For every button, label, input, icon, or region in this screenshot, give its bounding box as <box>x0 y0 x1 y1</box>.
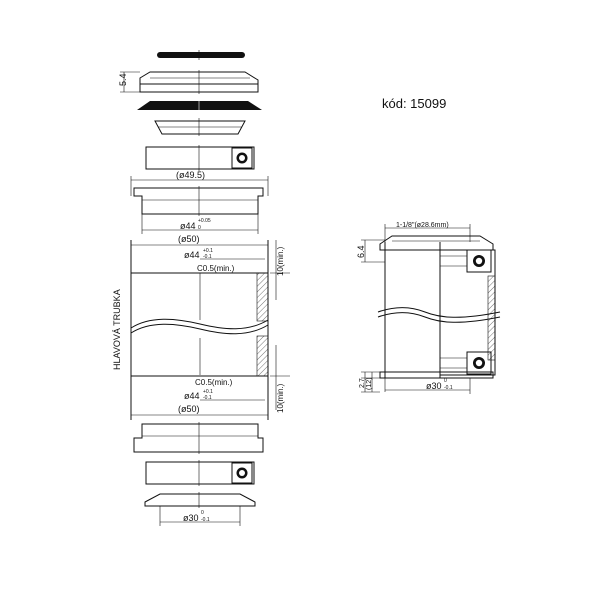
upper-cup-insert-dim: ø44 <box>180 221 196 231</box>
upper-bearing-part <box>145 145 255 171</box>
head-tube-tol-down-top: -0.1 <box>203 254 212 260</box>
top-cover-height-dim: 5.4 <box>118 73 128 86</box>
steerer-dim: 1-1/8"(ø28.6mm) <box>396 222 449 229</box>
side-crown-race-tol-down: -0.1 <box>444 385 453 391</box>
head-tube-label: HLAVOVÁ TRUBKA <box>112 289 122 370</box>
chamfer-top-dim: C0.5(min.) <box>197 264 235 273</box>
side-bottom-b-dim: (12) <box>366 378 373 390</box>
head-tube-outer-bottom-dim: (ø50) <box>178 404 200 414</box>
assembled-section-view: 1-1/8"(ø28.6mm) 6.4 <box>356 222 501 394</box>
upper-cup-outer-dim: (ø49.5) <box>176 170 205 180</box>
side-crown-race-dim: ø30 <box>426 381 442 391</box>
upper-cup-part: (ø49.5) ø44 +0.05 0 <box>130 170 269 234</box>
upper-cup-tol-up: +0.05 <box>198 218 211 224</box>
head-tube-outer-top-dim: (ø50) <box>178 234 200 244</box>
side-crown-race-tol-up: 0 <box>444 378 447 384</box>
depth-top-dim: 10(min.) <box>276 246 285 276</box>
head-tube-part: (ø50) ø44 +0.1 -0.1 C0.5(min.) 10(min.) <box>112 234 290 420</box>
upper-cup-tol-down: 0 <box>198 225 201 231</box>
compression-seal-part <box>157 50 245 60</box>
side-bottom-a-dim: 2.7 <box>359 378 366 388</box>
side-top-height-dim: 6.4 <box>356 245 366 258</box>
head-tube-tol-up-bottom: +0.1 <box>203 389 213 395</box>
product-code: kód: 15099 <box>382 96 447 111</box>
exploded-view: 5.4 (ø49.5) <box>112 50 290 526</box>
depth-bottom-dim: 10(min.) <box>276 383 285 413</box>
head-tube-tol-down-bottom: -0.1 <box>203 395 212 401</box>
crown-race-dim: ø30 <box>183 513 199 523</box>
compression-ring-part <box>154 118 246 136</box>
crown-race-part: ø30 0 -0.1 <box>144 492 256 526</box>
head-tube-bore-top-dim: ø44 <box>184 250 200 260</box>
head-tube-bore-bottom-dim: ø44 <box>184 391 200 401</box>
head-tube-tol-up-top: +0.1 <box>203 248 213 254</box>
crown-race-tol-up: 0 <box>201 510 204 516</box>
lower-bearing-part <box>145 460 255 486</box>
crown-race-tol-down: -0.1 <box>201 517 210 523</box>
chamfer-bottom-dim: C0.5(min.) <box>195 378 233 387</box>
dust-shield-part <box>137 98 262 112</box>
top-cover-part: 5.4 <box>118 70 259 94</box>
lower-cup-part <box>133 422 264 454</box>
